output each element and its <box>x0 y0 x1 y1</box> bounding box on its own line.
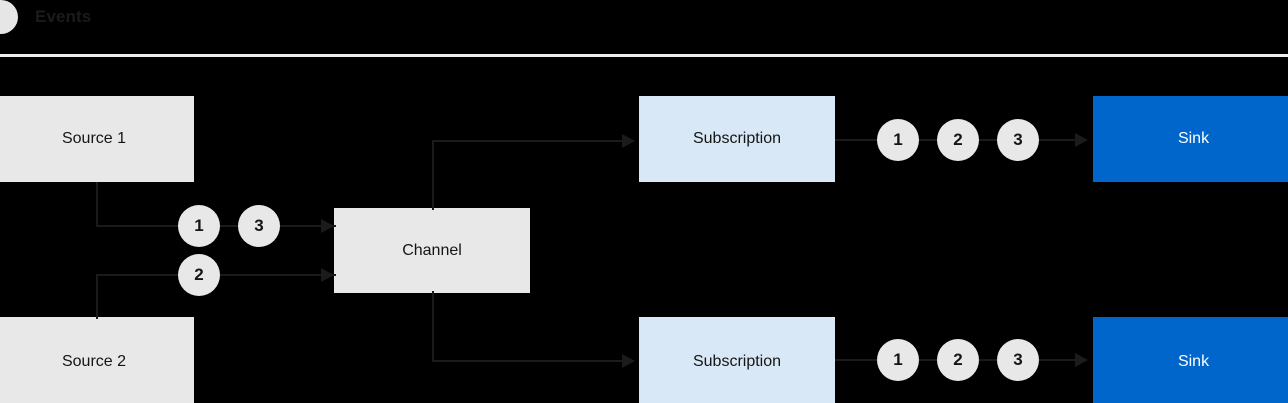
arrowhead-channel-to-subscription-bottom <box>622 354 635 368</box>
event-circle-sink-top-3: 3 <box>997 119 1039 161</box>
event-circle-sink-bottom-3: 3 <box>997 339 1039 381</box>
node-source-2-label: Source 2 <box>61 353 127 371</box>
arrowhead-source2-to-channel <box>321 268 334 282</box>
connector-source1-vertical <box>96 182 98 227</box>
node-subscription-top-label: Subscription <box>692 130 782 148</box>
node-source-1: Source 1 <box>0 96 194 182</box>
event-circle-source2-2: 2 <box>178 254 220 296</box>
node-subscription-bottom-label: Subscription <box>692 353 782 371</box>
node-source-1-label: Source 1 <box>61 130 127 148</box>
arrowhead-source1-to-channel <box>321 219 334 233</box>
connector-channel-up-horizontal <box>432 140 624 142</box>
event-circle-sink-top-2: 2 <box>937 119 979 161</box>
event-circle-source1-1: 1 <box>178 205 220 247</box>
node-sink-bottom-label: Sink <box>1177 353 1210 371</box>
event-circle-sink-bottom-1: 1 <box>877 339 919 381</box>
node-sink-top-label: Sink <box>1177 130 1210 148</box>
event-circle-sink-bottom-2: 2 <box>937 339 979 381</box>
event-dot-icon <box>0 0 18 34</box>
arrowhead-to-sink-bottom <box>1075 353 1088 367</box>
node-channel: Channel <box>334 208 530 293</box>
header-divider <box>0 54 1288 57</box>
connector-channel-down-vertical <box>432 291 434 362</box>
connector-channel-down-horizontal <box>432 360 624 362</box>
legend-label: Events <box>35 7 92 26</box>
node-sink-top: Sink <box>1093 96 1288 182</box>
arrowhead-to-sink-top <box>1075 133 1088 147</box>
node-subscription-bottom: Subscription <box>639 317 835 403</box>
connector-source2-vertical <box>96 274 98 319</box>
event-circle-source1-3: 3 <box>238 205 280 247</box>
event-circle-sink-top-1: 1 <box>877 119 919 161</box>
node-channel-label: Channel <box>402 241 462 259</box>
node-sink-bottom: Sink <box>1093 317 1288 403</box>
arrowhead-channel-to-subscription-top <box>622 134 635 148</box>
legend: Events <box>0 0 91 34</box>
node-source-2: Source 2 <box>0 317 194 403</box>
node-subscription-top: Subscription <box>639 96 835 182</box>
connector-channel-up-vertical <box>432 140 434 210</box>
